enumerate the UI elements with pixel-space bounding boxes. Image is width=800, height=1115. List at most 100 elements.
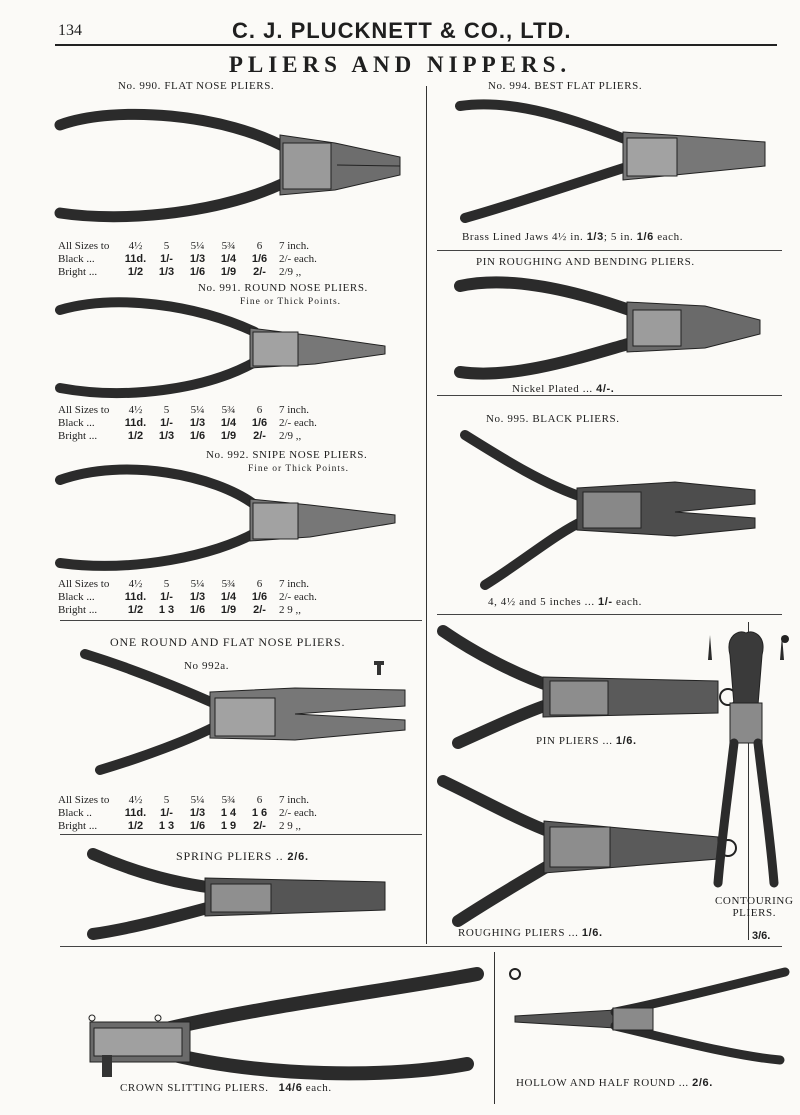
size-cell: 4½: [128, 240, 143, 252]
sizes-label: All Sizes to: [58, 404, 110, 416]
hollow-half-round-label: HOLLOW AND HALF ROUND ...: [516, 1077, 689, 1089]
crown-slitting-caption: CROWN SLITTING PLIERS. 14/6 each.: [120, 1082, 332, 1094]
bright-label: Bright ...: [58, 820, 98, 832]
price-cell: 1 3: [158, 604, 175, 616]
price-cell: 1/-: [160, 807, 173, 819]
sizes-row: All Sizes to 4½ 5 5¼ 5¾ 6 7 inch.: [58, 578, 339, 591]
best-flat-title: No. 994. BEST FLAT PLIERS.: [488, 80, 643, 92]
size-cell: 6: [256, 404, 263, 416]
price-cell: 1/2: [127, 430, 144, 442]
flat-nose-title: No. 990. FLAT NOSE PLIERS.: [118, 80, 275, 92]
roughing-pliers-illustration: [437, 775, 737, 927]
spring-pliers-caption: SPRING PLIERS .. 2/6.: [176, 849, 309, 864]
round-flat-nose-title: ONE ROUND AND FLAT NOSE PLIERS.: [110, 635, 346, 649]
best-flat-pliers-illustration: [455, 99, 766, 223]
price-cell: 1/2: [127, 820, 144, 832]
size-cell: 5¾: [221, 578, 236, 590]
size-cell: 7 inch.: [279, 578, 309, 590]
price-cell: 1/3: [189, 417, 206, 429]
price-cell: 11d.: [124, 591, 147, 603]
price-cell: 1/3: [189, 591, 206, 603]
contouring-caption: CONTOURING PLIERS.: [715, 895, 794, 919]
contouring-divider: [748, 622, 749, 940]
round-nose-title: No. 991. ROUND NOSE PLIERS.: [198, 282, 368, 294]
best-flat-caption-end: each.: [657, 231, 684, 243]
black-pliers-price: 1/-: [598, 596, 613, 608]
price-cell: 2/- each.: [279, 417, 317, 429]
best-flat-caption-mid: ; 5 in.: [603, 231, 634, 243]
bright-row: Bright ... 1/2 1/3 1/6 1/9 2/- 2/9 ,,: [58, 266, 339, 279]
crown-slitting-label: CROWN SLITTING PLIERS.: [120, 1082, 269, 1094]
roughing-pliers-caption: ROUGHING PLIERS ... 1/6.: [458, 927, 603, 939]
snipe-nose-pliers-illustration: [55, 464, 396, 571]
sizes-row: All Sizes to 4½ 5 5¼ 5¾ 6 7 inch.: [58, 794, 339, 807]
sizes-label: All Sizes to: [58, 578, 110, 590]
sizes-label: All Sizes to: [58, 794, 110, 806]
contouring-price: 3/6.: [752, 930, 771, 942]
price-cell: 2/- each.: [279, 591, 317, 603]
pin-roughing-title: PIN ROUGHING AND BENDING PLIERS.: [476, 256, 695, 268]
page-number: 134: [58, 22, 82, 39]
size-cell: 5: [163, 794, 170, 806]
price-cell: 2 9 ,,: [279, 820, 301, 832]
crown-slitting-suffix: each.: [305, 1082, 332, 1094]
rule-992a: [60, 834, 422, 835]
price-cell: 1/6: [189, 820, 206, 832]
price-cell: 2/9 ,,: [279, 430, 302, 442]
roughing-pliers-price: 1/6.: [581, 927, 603, 939]
price-cell: 1/-: [160, 417, 173, 429]
price-cell: 1/9: [220, 430, 237, 442]
size-cell: 6: [256, 578, 263, 590]
hollow-half-round-pliers-illustration: [509, 967, 790, 1065]
black-pliers-suffix: each.: [616, 596, 642, 608]
black-row: Black .. 11d. 1/- 1/3 1 4 1 6 2/- each.: [58, 807, 339, 820]
price-cell: 2 9 ,,: [279, 604, 301, 616]
pin-pliers-label: PIN PLIERS ...: [536, 735, 613, 747]
black-label: Black ...: [58, 253, 95, 265]
price-cell: 1/6: [189, 604, 206, 616]
price-cell: 11d.: [124, 253, 147, 265]
price-cell: 11d.: [124, 417, 147, 429]
size-cell: 4½: [128, 404, 143, 416]
size-cell: 5¼: [190, 404, 205, 416]
bright-label: Bright ...: [58, 604, 98, 616]
pin-pliers-price: 1/6.: [615, 735, 637, 747]
best-flat-caption: Brass Lined Jaws 4½ in. 1/3; 5 in. 1/6 e…: [462, 231, 683, 243]
black-pliers-caption: 4, 4½ and 5 inches ... 1/- each.: [488, 596, 642, 608]
contouring-pliers-illustration: [708, 631, 789, 888]
price-cell: 1/2: [127, 604, 144, 616]
price-cell: 1 3: [158, 820, 175, 832]
black-row: Black ... 11d. 1/- 1/3 1/4 1/6 2/- each.: [58, 253, 339, 266]
bottom-rule: [60, 946, 782, 947]
bottom-divider: [494, 952, 495, 1104]
contouring-line-1: CONTOURING: [715, 895, 794, 907]
price-cell: 1/4: [220, 253, 237, 265]
size-cell: 5¼: [190, 240, 205, 252]
snipe-nose-subtitle: Fine or Thick Points.: [248, 464, 350, 474]
pin-pliers-caption: PIN PLIERS ... 1/6.: [536, 735, 637, 747]
flat-nose-price-table: All Sizes to 4½ 5 5¼ 5¾ 6 7 inch. Black …: [58, 240, 339, 279]
header-rule: [55, 44, 777, 46]
size-cell: 5: [163, 240, 170, 252]
rule-pin-roughing: [437, 395, 782, 396]
pin-roughing-caption: Nickel Plated ... 4/-.: [512, 383, 614, 395]
size-cell: 6: [256, 240, 263, 252]
black-label: Black ..: [58, 807, 92, 819]
round-flat-nose-number: No 992a.: [184, 660, 230, 672]
price-cell: 1/-: [160, 591, 173, 603]
sizes-row: All Sizes to 4½ 5 5¼ 5¾ 6 7 inch.: [58, 240, 339, 253]
price-cell: 1/6: [189, 266, 206, 278]
hollow-half-round-price: 2/6.: [692, 1077, 713, 1089]
price-cell: 1/4: [220, 417, 237, 429]
rule-992: [60, 620, 422, 621]
best-flat-price-2: 1/6: [636, 231, 654, 243]
size-cell: 5¼: [190, 794, 205, 806]
round-nose-subtitle: Fine or Thick Points.: [240, 297, 342, 307]
price-cell: 2/- each.: [279, 807, 317, 819]
size-cell: 7 inch.: [279, 404, 309, 416]
company-name: C. J. PLUCKNETT & CO., LTD.: [232, 18, 572, 43]
round-nose-price-table: All Sizes to 4½ 5 5¼ 5¾ 6 7 inch. Black …: [58, 404, 339, 443]
sizes-label: All Sizes to: [58, 240, 110, 252]
black-pliers-illustration: [460, 430, 756, 590]
price-cell: 1/2: [127, 266, 144, 278]
